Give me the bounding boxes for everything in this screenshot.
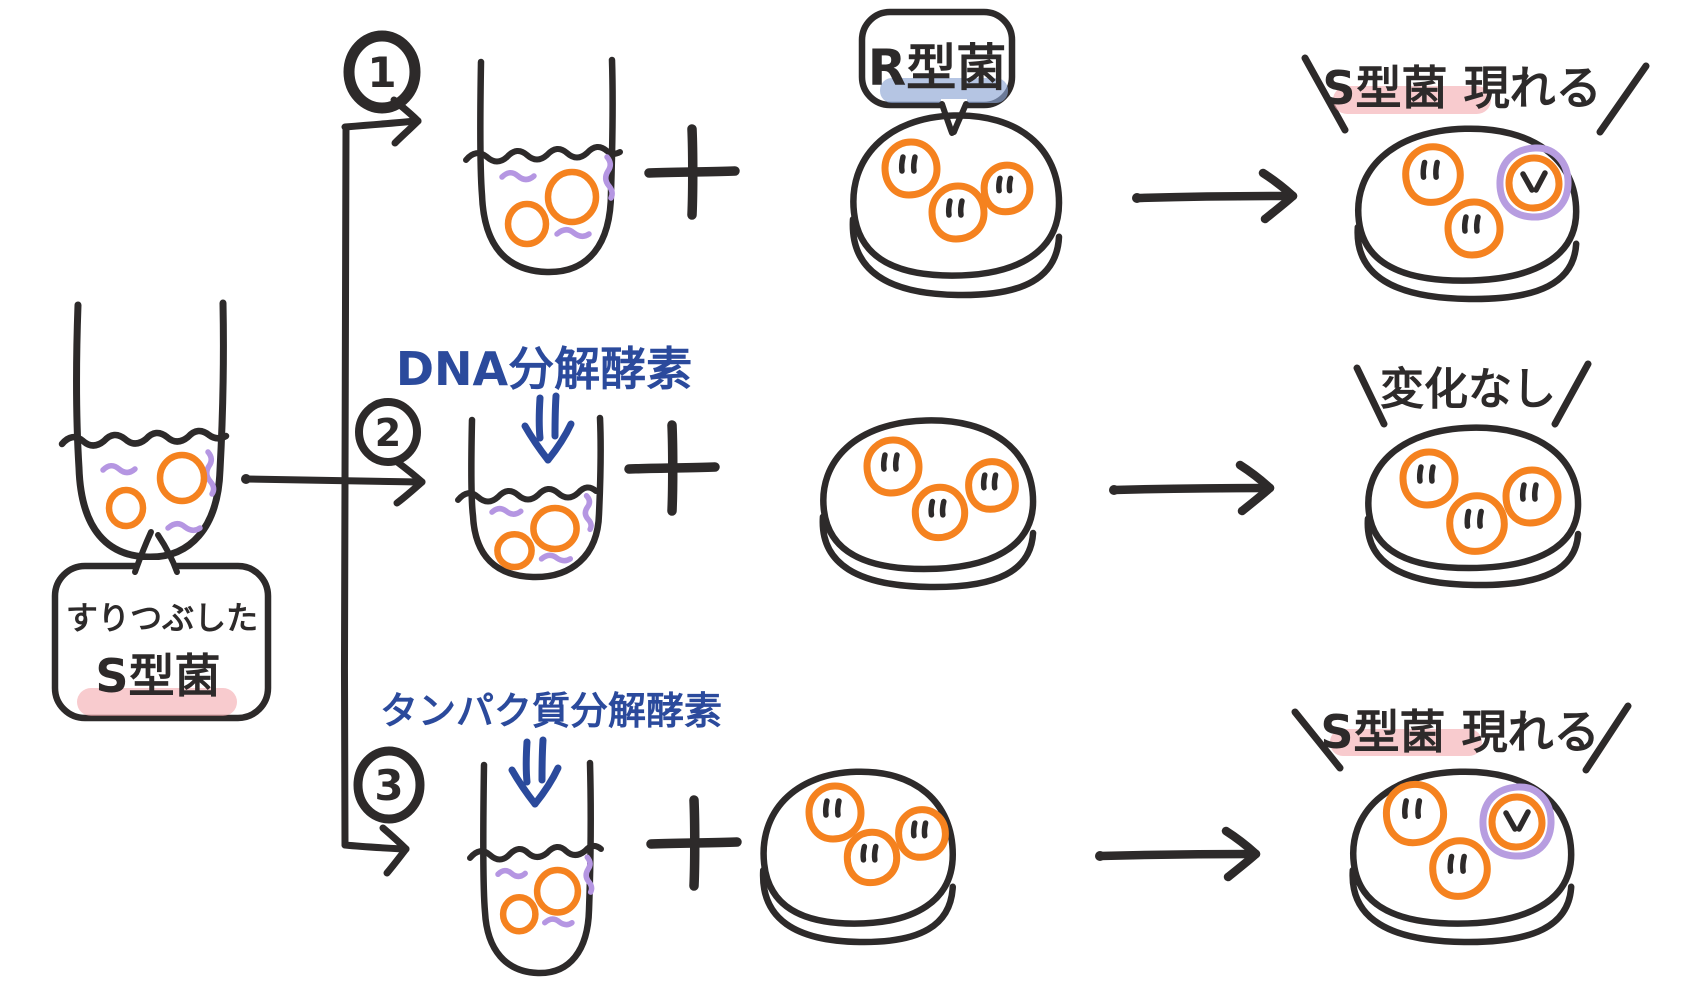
protease-enzyme-label: タンパク質分解酵素: [380, 689, 722, 733]
row-2-result: 変化なし: [1353, 360, 1592, 585]
step-number-1: 1: [343, 30, 421, 114]
row-3-result: S型菌 現れる: [1291, 702, 1632, 942]
step-number-2-label: 2: [375, 411, 401, 455]
plus-icon: [649, 129, 735, 215]
r-bacteria-label: R型菌: [868, 39, 1007, 97]
emphasis-slash: [1551, 360, 1592, 428]
r-cell: [809, 786, 861, 839]
row-3-tube: [467, 759, 604, 977]
source-label-line2: S型菌: [95, 649, 220, 703]
r-cell: [1450, 496, 1505, 552]
enzyme-down-arrow-icon: [525, 396, 571, 460]
emphasis-slash: [1596, 62, 1650, 136]
branch-lines: [241, 96, 426, 877]
r-cell: [867, 440, 919, 493]
source-label-line1: すりつぶした: [66, 599, 258, 637]
r-cell: [984, 165, 1030, 212]
row-3: タンパク質分解酵素 S型菌 現れる: [380, 689, 1632, 977]
r-cell: [1403, 452, 1455, 505]
r-cell: [1406, 147, 1461, 203]
r-cell: [885, 142, 937, 195]
row-1-result-label: S型菌 現れる: [1322, 61, 1601, 115]
r-cell: [1506, 470, 1558, 523]
r-bacteria-bubble: R型菌: [858, 8, 1016, 136]
pink-highlight: [1333, 86, 1491, 114]
r-cell: [932, 186, 984, 239]
step-number-3-label: 3: [374, 761, 403, 810]
result-arrow-icon: [1132, 173, 1293, 219]
row-2: DNA分解酵素 変化なし: [396, 342, 1592, 587]
pink-highlight: [77, 688, 237, 716]
water-line: [58, 427, 230, 449]
source-label-bubble: すりつぶした S型菌: [51, 529, 272, 722]
row-2-result-label: 変化なし: [1380, 364, 1556, 415]
step-number-2: 2: [355, 398, 421, 466]
source-tube-contents: [100, 449, 217, 533]
r-cell: [899, 810, 946, 858]
transformed-s-cell: [1483, 787, 1551, 856]
emphasis-slash: [1301, 54, 1349, 134]
r-cell: [1386, 784, 1443, 842]
row-3-result-label: S型菌 現れる: [1320, 705, 1599, 759]
r-cell: [969, 462, 1016, 510]
row-1-result: S型菌 現れる: [1301, 54, 1650, 299]
emphasis-slash: [1353, 364, 1388, 428]
row-3-plate: [763, 772, 953, 942]
transformed-s-cell: [1500, 148, 1568, 217]
row-1: R型菌 S型菌 現れる: [463, 8, 1650, 299]
result-arrow-icon: [1095, 831, 1256, 877]
r-cell: [915, 487, 964, 537]
step-number-3: 3: [353, 746, 425, 824]
emphasis-slash: [1582, 702, 1632, 774]
row-1-tube: [463, 56, 623, 276]
emphasis-slash: [1291, 708, 1344, 772]
blue-highlight: [880, 78, 1008, 103]
row-2-tube: [455, 414, 604, 581]
step-number-1-label: 1: [367, 48, 396, 97]
row-2-plate: [823, 420, 1033, 587]
source-tube: [58, 299, 230, 561]
row-1-plate: [853, 115, 1059, 295]
enzyme-down-arrow-icon: [512, 740, 558, 804]
r-cell: [847, 832, 896, 882]
plus-icon: [629, 425, 715, 511]
r-cell: [1433, 841, 1488, 897]
pink-highlight: [1330, 729, 1482, 756]
dna-enzyme-label: DNA分解酵素: [396, 342, 692, 396]
result-arrow-icon: [1109, 465, 1270, 511]
r-cell: [1448, 202, 1500, 255]
plus-icon: [651, 800, 737, 886]
